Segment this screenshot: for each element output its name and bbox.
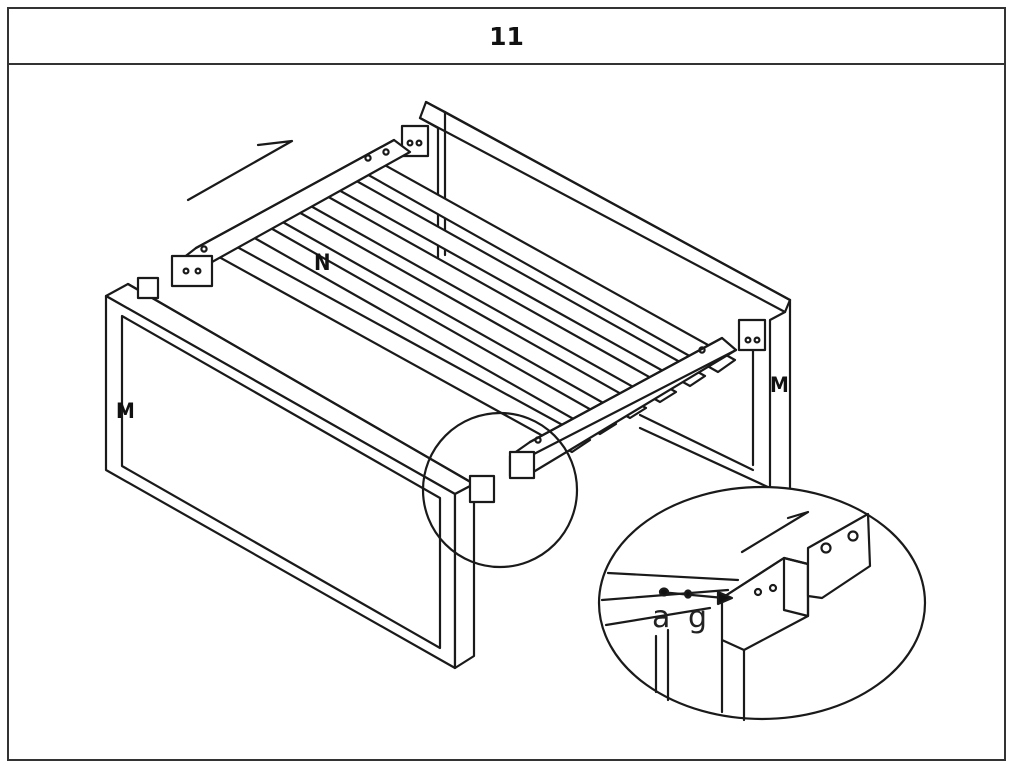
left-frame-label: M (116, 399, 135, 423)
washer-label: g (688, 600, 707, 635)
detail-inset (597, 485, 927, 722)
front-crossbeam (508, 336, 738, 480)
direction-arrow (186, 139, 294, 202)
back-crossbeam (170, 138, 412, 288)
screw-label: a (652, 600, 670, 635)
step-number: 11 (489, 21, 524, 51)
detail-callout-circle (421, 411, 579, 569)
step-header: 11 (9, 9, 1004, 65)
left-side-frame (104, 276, 496, 670)
crossbar-label: N (314, 251, 331, 276)
right-frame-label: M (770, 373, 789, 397)
